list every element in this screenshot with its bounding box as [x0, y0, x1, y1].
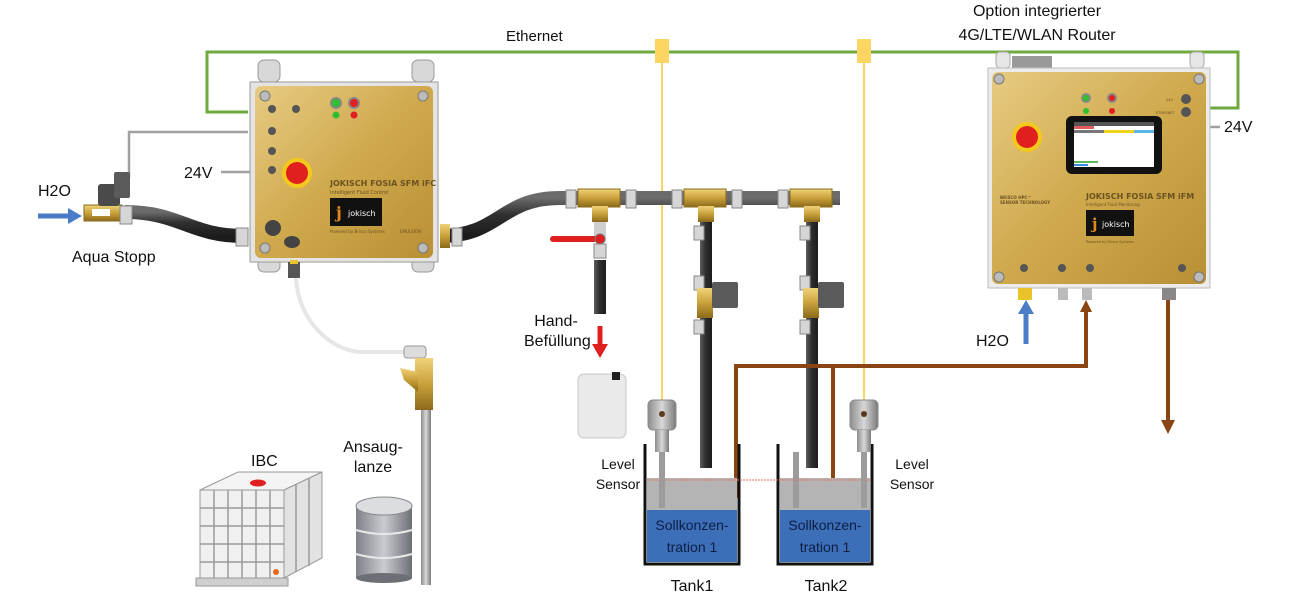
manual-fill-branch — [550, 222, 607, 314]
tank-1-name: Tank1 — [670, 578, 714, 595]
svg-text:BRISCO HPC™: BRISCO HPC™ — [1000, 195, 1031, 200]
dosing-branch-tank2 — [799, 222, 844, 468]
router-option-label: Option integrierter 4G/LTE/WLAN Router — [942, 2, 1132, 46]
svg-text:jokisch: jokisch — [1101, 220, 1130, 229]
hand-fill-label: Hand- Befüllung — [524, 312, 591, 352]
tank-2-name: Tank2 — [804, 578, 848, 595]
svg-text:Powered by Brisco Systems: Powered by Brisco Systems — [330, 229, 385, 234]
tank-1-content-line1: Sollkonzen- — [655, 517, 729, 533]
level-sensor-label-right-line2: Sensor — [889, 476, 935, 492]
return-pipe — [734, 300, 1092, 498]
svg-text:Powered by Brisco Systems: Powered by Brisco Systems — [1086, 240, 1134, 244]
svg-text:Intelligent Fluid Control: Intelligent Fluid Control — [330, 190, 388, 196]
water-inlet-arrow-left — [38, 208, 82, 224]
power-24v-label-left: 24V — [184, 165, 213, 182]
power-24v-label-right: 24V — [1224, 119, 1253, 136]
svg-text:j: j — [334, 203, 342, 222]
aqua-stop-signal-cable — [127, 130, 250, 178]
suction-lance-label-line1: Ansaug- — [343, 439, 403, 456]
ifm-monitoring-device: 24V ETHERNET BRISCO HPC™ SENSOR TECHNOLO… — [987, 51, 1211, 300]
h2o-inlet-label-left: H2O — [38, 183, 71, 200]
waste-pipe — [1161, 296, 1175, 434]
svg-text:j: j — [1090, 215, 1097, 233]
level-sensor-tank1 — [647, 399, 677, 508]
level-sensor-label-left-line2: Sensor — [595, 476, 641, 492]
distribution-manifold — [439, 188, 840, 248]
svg-text:JOKISCH FOSIA SFM iFM: JOKISCH FOSIA SFM iFM — [1085, 192, 1194, 201]
svg-text:EMULSION: EMULSION — [400, 229, 421, 234]
aqua-stop-valve — [83, 172, 249, 247]
level-sensor-label-left-line1: Level — [601, 456, 635, 472]
svg-text:ETHERNET: ETHERNET — [1156, 111, 1175, 115]
router-option-label-line1: Option integrierter — [972, 3, 1102, 20]
dosing-branch-tank1 — [693, 222, 738, 468]
svg-text:Intelligent Fluid Monitoring: Intelligent Fluid Monitoring — [1086, 202, 1140, 207]
ibc-label: IBC — [251, 453, 278, 470]
router-option-label-line2: 4G/LTE/WLAN Router — [958, 27, 1116, 44]
level-sensor-tank2 — [849, 399, 879, 508]
tank-2-content-line2: tration 1 — [799, 539, 851, 555]
ibc-container — [195, 471, 323, 587]
h2o-inlet-label-right: H2O — [976, 333, 1009, 350]
svg-text:SENSOR TECHNOLOGY: SENSOR TECHNOLOGY — [1000, 200, 1050, 205]
level-sensor-label-left: Level Sensor — [592, 454, 644, 494]
canister — [577, 372, 627, 439]
ethernet-cable — [205, 50, 1240, 114]
sensor-cable-left — [655, 39, 669, 404]
suction-lance-label: Ansaug- lanze — [338, 438, 408, 478]
water-inlet-arrow-right — [1018, 300, 1034, 344]
hand-fill-label-line1: Hand- — [534, 313, 578, 330]
suction-hose — [294, 277, 410, 354]
aqua-stopp-label: Aqua Stopp — [72, 249, 156, 266]
hand-fill-label-line2: Befüllung — [524, 333, 591, 350]
tank-2-content-label: Sollkonzen- tration 1 — [780, 514, 870, 558]
tank-1-content-line2: tration 1 — [666, 539, 718, 555]
tank-2-content-line1: Sollkonzen- — [788, 517, 862, 533]
ethernet-label: Ethernet — [506, 28, 563, 45]
svg-text:JOKISCH FOSIA SFM iFC: JOKISCH FOSIA SFM iFC — [329, 179, 436, 188]
svg-text:24V: 24V — [1166, 98, 1173, 102]
ifc-controller-device: JOKISCH FOSIA SFM iFC Intelligent Fluid … — [249, 59, 439, 278]
manual-fill-arrow — [592, 326, 608, 358]
tank-2 — [776, 444, 874, 566]
drum-barrel — [355, 496, 413, 583]
sensor-cable-right — [857, 39, 871, 404]
tank-1-content-label: Sollkonzen- tration 1 — [647, 514, 737, 558]
svg-text:jokisch: jokisch — [347, 209, 376, 218]
suction-lance-label-line2: lanze — [353, 459, 393, 476]
level-sensor-label-right: Level Sensor — [884, 454, 940, 494]
suction-lance — [400, 345, 433, 585]
level-sensor-label-right-line1: Level — [895, 456, 929, 472]
